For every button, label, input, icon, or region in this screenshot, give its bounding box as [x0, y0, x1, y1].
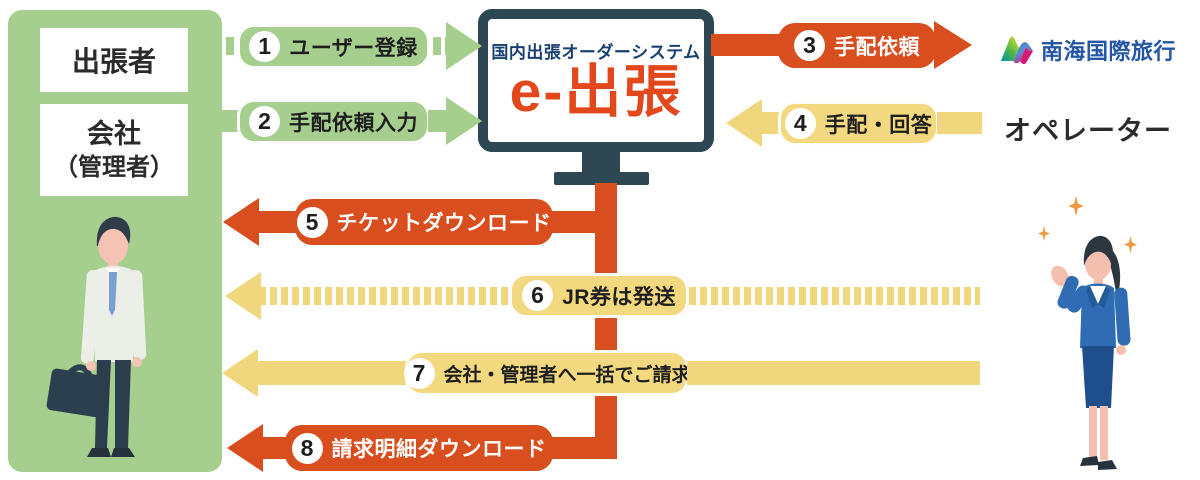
arrow-left-icon — [227, 424, 263, 472]
traveler-label: 出張者 — [71, 46, 156, 77]
step-8-label: 請求明細ダウンロード — [331, 438, 547, 461]
system-monitor: 国内出張オーダーシステム e-出張 — [478, 9, 714, 152]
arrow-right-icon — [934, 21, 972, 69]
flow-line — [428, 110, 448, 132]
step-1-pill: 1 ユーザー登録 — [237, 24, 430, 69]
dashed-line — [214, 37, 237, 55]
step-6-pill: 6 JR券は発送 — [509, 273, 689, 318]
step-3-pill: 3 手配依頼 — [778, 23, 936, 68]
step-4-pill: 4 手配・回答 — [778, 101, 939, 146]
step-4-number-badge: 4 — [784, 108, 816, 139]
step-2-label: 手配依頼入力 — [289, 111, 418, 135]
flow-line — [257, 211, 297, 233]
dashed-line — [689, 287, 980, 305]
step-3-label: 手配依頼 — [834, 35, 920, 59]
flow-line — [256, 361, 409, 385]
travel-agency-logo-box: 南海国際旅行 — [993, 26, 1183, 74]
step-1-label: ユーザー登録 — [289, 36, 418, 60]
step-6-number-badge: 6 — [522, 280, 554, 311]
step-1-number-badge: 1 — [249, 31, 281, 62]
system-title: e-出張 — [509, 60, 683, 125]
flow-line — [937, 112, 982, 134]
operator-label: オペレーター — [1004, 115, 1172, 146]
nankai-logo-icon — [1000, 36, 1033, 65]
flow-line — [259, 437, 287, 459]
traveler-illustration — [46, 216, 147, 457]
monitor-stand-base — [554, 172, 649, 185]
step-8-pill: 8 請求明細ダウンロード — [285, 425, 553, 471]
step-5-label: チケットダウンロード — [336, 212, 552, 235]
briefcase-icon — [46, 364, 106, 418]
step-7-label: 会社・管理者へ一括でご請求 — [443, 364, 691, 386]
arrow-left-icon — [223, 198, 259, 246]
arrow-left-icon — [225, 272, 261, 320]
flow-line — [687, 361, 980, 385]
company-label: 会社 — [87, 118, 141, 149]
travel-agency-name: 南海国際旅行 — [1040, 39, 1176, 64]
flow-line — [214, 110, 240, 132]
step-7-pill: 7 会社・管理者へ一括でご請求 — [403, 350, 691, 396]
dashed-line — [259, 287, 511, 305]
operator-illustration — [1051, 235, 1131, 470]
dashed-line — [433, 37, 448, 55]
step-4-label: 手配・回答 — [824, 113, 933, 137]
company-label-sub: （管理者） — [54, 154, 174, 182]
arrow-left-icon — [726, 99, 762, 147]
step-7-number-badge: 7 — [403, 357, 435, 389]
step-5-number-badge: 5 — [296, 206, 328, 238]
step-2-pill: 2 手配依頼入力 — [237, 99, 430, 144]
sparkle-icon — [1068, 196, 1084, 216]
arrow-right-icon — [446, 97, 482, 145]
flow-connector-8 — [550, 437, 617, 459]
flow-line — [711, 34, 781, 56]
arrow-right-icon — [446, 22, 482, 70]
monitor-stand-neck — [582, 150, 620, 174]
step-2-number-badge: 2 — [249, 106, 280, 137]
step-6-label: JR券は発送 — [562, 285, 676, 309]
flow-line — [760, 112, 780, 134]
operator-label-box: オペレーター — [993, 100, 1183, 156]
step-8-number-badge: 8 — [291, 432, 323, 464]
traveler-label-box: 出張者 — [40, 28, 188, 92]
step-5-pill: 5 チケットダウンロード — [295, 199, 553, 245]
arrow-left-icon — [222, 349, 258, 397]
company-label-box: 会社 （管理者） — [40, 104, 188, 196]
step-3-number-badge: 3 — [794, 30, 825, 61]
system-subtitle: 国内出張オーダーシステム — [491, 43, 701, 63]
flow-connector-5 — [550, 211, 617, 233]
